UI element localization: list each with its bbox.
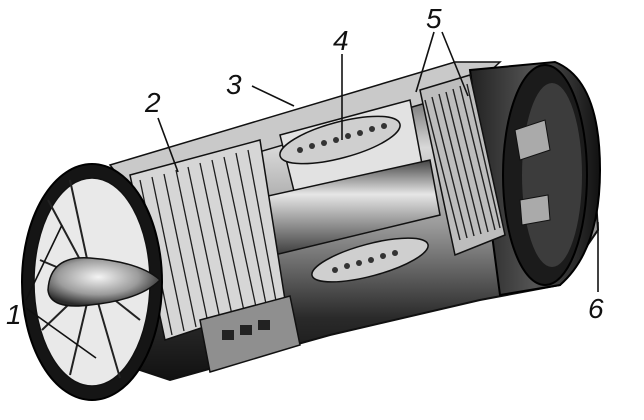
leader-2 xyxy=(157,117,179,173)
callout-6: 6 xyxy=(588,293,604,324)
leader-3 xyxy=(251,85,295,107)
accessory-gearbox xyxy=(199,295,301,373)
air-intake xyxy=(21,163,163,401)
leader-1a xyxy=(25,224,63,301)
spinner-cone xyxy=(47,257,162,307)
callout-4: 4 xyxy=(333,25,349,56)
leader-5b xyxy=(441,31,469,97)
callout-3: 3 xyxy=(226,69,242,100)
leader-1b xyxy=(25,307,97,359)
callout-1: 1 xyxy=(6,299,22,330)
callout-2: 2 xyxy=(144,87,161,118)
leader-lines xyxy=(25,31,599,359)
callout-5: 5 xyxy=(426,3,442,34)
combustion-chamber xyxy=(249,99,441,283)
turbine-section xyxy=(419,74,506,257)
leader-5a xyxy=(415,31,435,93)
